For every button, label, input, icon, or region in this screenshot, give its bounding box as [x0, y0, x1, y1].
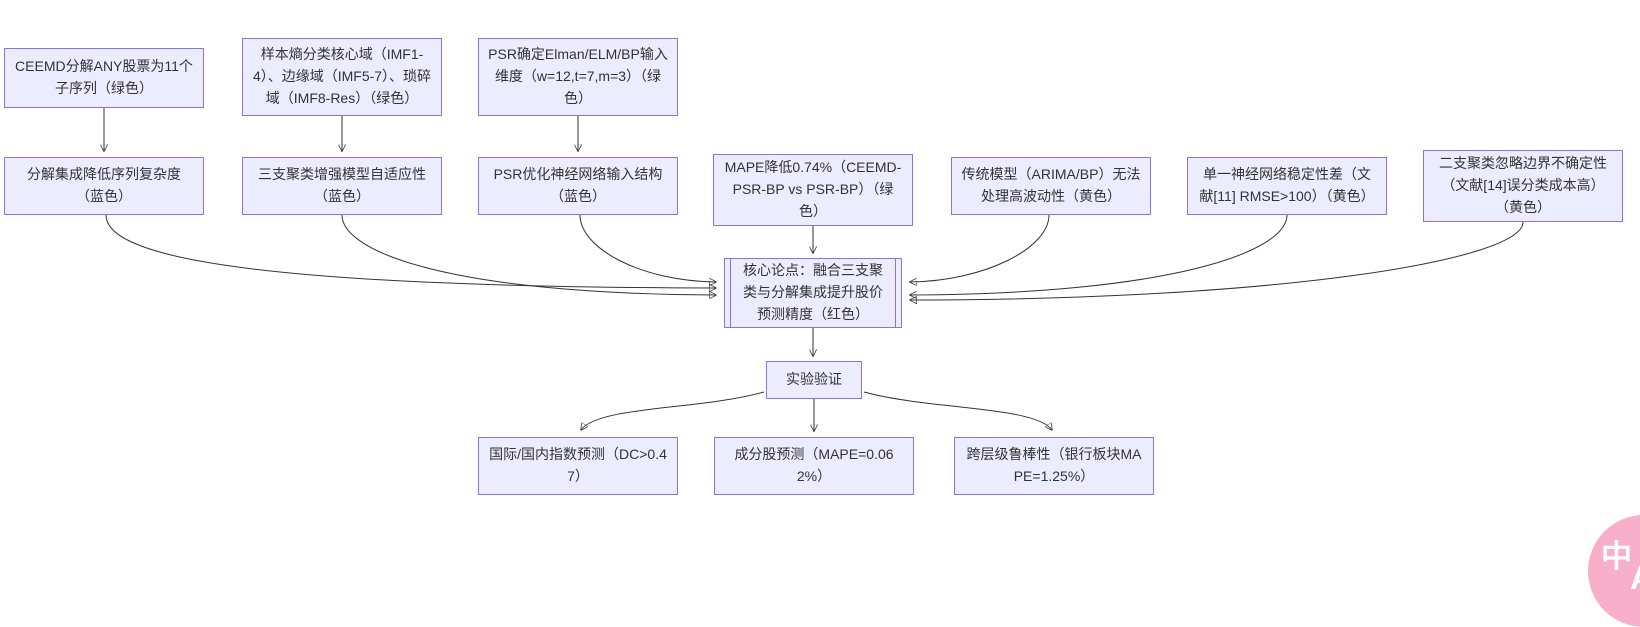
node-index-prediction: 国际/国内指数预测（DC>0.47） — [478, 437, 678, 495]
node-constituent-prediction: 成分股预测（MAPE=0.062%） — [714, 437, 914, 495]
node-label: 传统模型（ARIMA/BP）无法处理高波动性（黄色） — [961, 166, 1141, 204]
node-label: PSR确定Elman/ELM/BP输入维度（w=12,t=7,m=3）（绿色） — [488, 46, 668, 106]
node-psr-dimensions: PSR确定Elman/ELM/BP输入维度（w=12,t=7,m=3）（绿色） — [478, 38, 678, 116]
node-label: 单一神经网络稳定性差（文献[11] RMSE>100）（黄色） — [1199, 166, 1375, 204]
node-two-way-clustering-limit: 二支聚类忽略边界不确定性（文献[14]误分类成本高）（黄色） — [1423, 150, 1623, 222]
node-label: 成分股预测（MAPE=0.062%） — [734, 446, 894, 484]
edge-b3-core — [579, 214, 716, 282]
edge-layer — [0, 108, 1524, 574]
edge-b2-core — [341, 214, 716, 295]
node-label: 实验验证 — [786, 371, 842, 388]
edge-b1-core — [105, 214, 716, 288]
edge-b7-core — [910, 221, 1524, 300]
node-psr-input-structure: PSR优化神经网络输入结构（蓝色） — [478, 157, 678, 215]
node-label: PSR优化神经网络输入结构（蓝色） — [493, 166, 663, 204]
node-cross-level-robustness: 跨层级鲁棒性（银行板块MAPE=1.25%） — [954, 437, 1154, 495]
node-label: CEEMD分解ANY股票为11个子序列（绿色） — [15, 58, 193, 96]
node-ceemd-decompose: CEEMD分解ANY股票为11个子序列（绿色） — [4, 48, 204, 108]
edge-b6-core — [910, 214, 1288, 295]
node-label: 二支聚类忽略边界不确定性（文献[14]误分类成本高）（黄色） — [1439, 155, 1607, 215]
node-label: 跨层级鲁棒性（银行板块MAPE=1.25%） — [966, 446, 1142, 484]
flowchart-canvas: CEEMD分解ANY股票为11个子序列（绿色） 样本熵分类核心域（IMF1-4）… — [0, 38, 1640, 627]
node-experiment-validation: 实验验证 — [766, 361, 862, 399]
node-traditional-model-limit: 传统模型（ARIMA/BP）无法处理高波动性（黄色） — [951, 157, 1151, 215]
node-label: MAPE降低0.74%（CEEMD-PSR-BP vs PSR-BP）（绿色） — [724, 159, 902, 219]
translate-zh-glyph: 中 — [1601, 539, 1632, 574]
translate-a-glyph: A — [1630, 559, 1640, 597]
node-label: 国际/国内指数预测（DC>0.47） — [489, 446, 667, 484]
edge-exp-e1 — [581, 391, 765, 430]
node-label: 三支聚类增强模型自适应性（蓝色） — [258, 166, 426, 204]
node-core-thesis: 核心论点：融合三支聚类与分解集成提升股价预测精度（红色） — [724, 258, 902, 328]
edge-b5-core — [910, 214, 1050, 282]
node-decomposition-complexity: 分解集成降低序列复杂度（蓝色） — [4, 157, 204, 215]
node-label: 分解集成降低序列复杂度（蓝色） — [27, 166, 181, 204]
node-label: 样本熵分类核心域（IMF1-4）、边缘域（IMF5-7）、琐碎域（IMF8-Re… — [252, 46, 432, 106]
node-single-network-instability: 单一神经网络稳定性差（文献[11] RMSE>100）（黄色） — [1187, 157, 1387, 215]
node-sample-entropy-domains: 样本熵分类核心域（IMF1-4）、边缘域（IMF5-7）、琐碎域（IMF8-Re… — [242, 38, 442, 116]
node-label: 核心论点：融合三支聚类与分解集成提升股价预测精度（红色） — [743, 262, 883, 322]
node-mape-reduction: MAPE降低0.74%（CEEMD-PSR-BP vs PSR-BP）（绿色） — [713, 154, 913, 226]
edge-exp-e3 — [863, 391, 1052, 430]
node-three-way-clustering: 三支聚类增强模型自适应性（蓝色） — [242, 157, 442, 215]
